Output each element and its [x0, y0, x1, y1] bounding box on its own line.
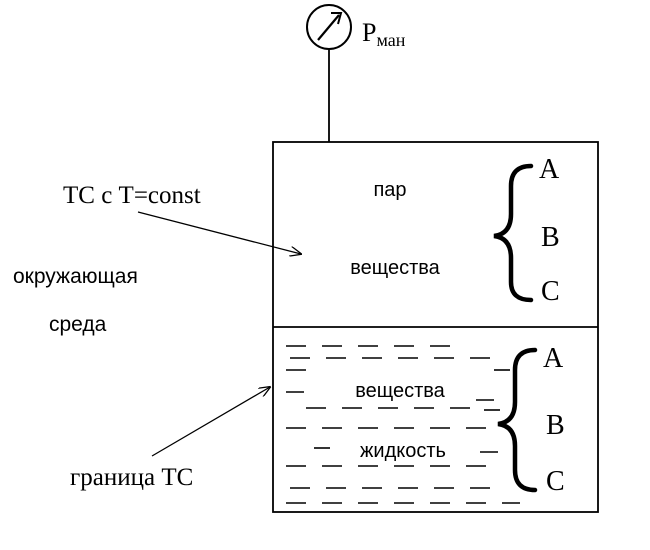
liquid-component-a: A [543, 343, 564, 374]
gauge-needle-icon [317, 14, 340, 41]
liquid-phase: вещества жидкость A B C [286, 343, 565, 504]
boundary-arrow [151, 387, 270, 457]
vapor-phase: пар вещества A B C [350, 154, 560, 307]
vapor-component-b: B [541, 222, 560, 253]
system-arrow [137, 211, 301, 254]
external-labels: ТС с Т=const окружающая среда граница ТС [13, 182, 301, 491]
liquid-components-brace [497, 347, 538, 493]
vapor-label-line1: пар [373, 179, 406, 201]
gauge-label: Pман [362, 18, 406, 50]
liquid-label-line2: жидкость [360, 440, 446, 462]
vapor-component-c: C [541, 276, 560, 307]
vapor-components-brace [493, 163, 534, 303]
boundary-label: граница ТС [70, 464, 193, 491]
liquid-component-c: C [546, 466, 565, 497]
gauge-needle-tip [331, 12, 343, 25]
system-label: ТС с Т=const [63, 182, 201, 209]
pressure-gauge: Pман [306, 4, 406, 142]
liquid-label-line1: вещества [355, 380, 445, 402]
liquid-component-b: B [546, 410, 565, 441]
environment-label-line2: среда [49, 313, 107, 336]
vapor-component-a: A [539, 154, 560, 185]
environment-label-line1: окружающая [13, 265, 138, 288]
liquid-dashes [286, 345, 520, 504]
vapor-label-line2: вещества [350, 257, 440, 279]
vessel [272, 141, 599, 513]
